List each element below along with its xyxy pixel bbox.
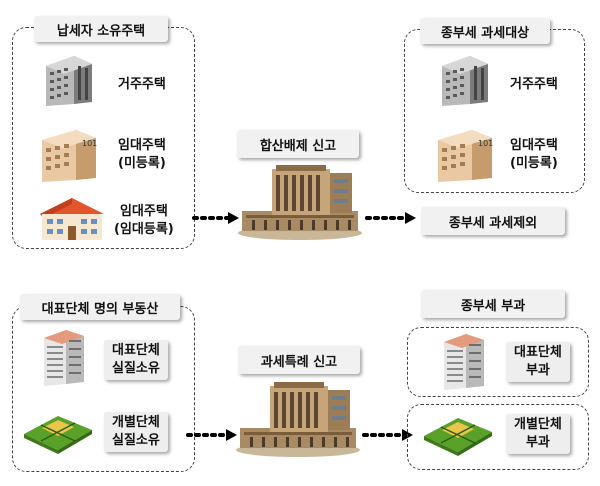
- tax-excluded-label: 종부세 과세제외: [421, 207, 565, 235]
- group-item-1-line1: 대표단체: [112, 343, 160, 358]
- gray-apartment-icon-target: [436, 52, 496, 108]
- owner-item-2-line1: 임대주택: [118, 138, 166, 153]
- high-rise-apartment-icon: [36, 326, 92, 388]
- levy-item-2-label: 개별단체 부과: [506, 414, 570, 454]
- government-building-icon-bottom: [234, 380, 362, 458]
- levy-item-1-line1: 대표단체: [514, 345, 562, 360]
- dotted-arrow-to-exclusion-report: [192, 211, 240, 225]
- special-taxation-report-label: 과세특례 신고: [238, 346, 360, 374]
- green-land-plot-icon-levy: [420, 410, 496, 456]
- group-item-1-pill: 대표단체 실질소유: [104, 340, 168, 380]
- levy-item-1-pill: 대표단체 부과: [506, 342, 570, 382]
- levy-item-2-line1: 개별단체: [514, 417, 562, 432]
- owner-item-1-label: 거주주택: [118, 76, 166, 94]
- group-item-2-line1: 개별단체: [112, 415, 160, 430]
- group-item-1-label: 대표단체 실질소유: [104, 340, 168, 380]
- target-item-2-line1: 임대주택: [510, 138, 558, 153]
- group-owned-property-title: 대표단체 명의 부동산: [20, 294, 180, 320]
- owner-item-1-line1: 거주주택: [118, 77, 166, 92]
- beige-apartment-101-icon: 101: [36, 122, 104, 184]
- tax-levy-group-individual: [407, 404, 589, 470]
- beige-apartment-101-icon-target: 101: [432, 122, 500, 184]
- group-item-2-label: 개별단체 실질소유: [104, 412, 168, 452]
- unit-number-text-target: 101: [478, 139, 493, 148]
- levy-item-1-label: 대표단체 부과: [506, 342, 570, 382]
- unit-number-text: 101: [82, 139, 97, 148]
- owner-item-2-line2: (미등록): [118, 156, 166, 171]
- group-item-1-line2: 실질소유: [112, 361, 160, 376]
- levy-item-2-line2: 부과: [525, 435, 550, 450]
- taxpayer-owned-housing-title: 납세자 소유주택: [34, 16, 168, 42]
- target-item-1-line1: 거주주택: [510, 77, 558, 92]
- owner-item-3-line2: (임대등록): [114, 222, 174, 237]
- target-item-1-label: 거주주택: [510, 76, 558, 94]
- high-rise-apartment-icon-levy: [436, 330, 492, 392]
- owner-item-3-label: 임대주택 (임대등록): [114, 203, 174, 239]
- owner-item-2-label: 임대주택 (미등록): [118, 137, 166, 173]
- levy-item-2-pill: 개별단체 부과: [506, 414, 570, 454]
- tax-levy-title: 종부세 부과: [421, 290, 565, 318]
- dotted-arrow-to-excluded: [365, 211, 417, 225]
- levy-item-1-line2: 부과: [525, 363, 550, 378]
- gray-apartment-icon: [40, 52, 100, 108]
- target-item-2-label: 임대주택 (미등록): [510, 137, 558, 173]
- government-building-icon: [236, 163, 364, 241]
- target-item-2-line2: (미등록): [510, 156, 558, 171]
- dotted-arrow-to-special-report: [186, 428, 238, 442]
- group-item-2-pill: 개별단체 실질소유: [104, 412, 168, 452]
- green-land-plot-icon: [20, 408, 96, 454]
- aggregation-exclusion-report-label: 합산배제 신고: [237, 130, 359, 158]
- owner-item-3-line1: 임대주택: [119, 204, 168, 219]
- tax-levy-group-representative: [407, 327, 589, 397]
- rental-house-icon: [36, 194, 108, 242]
- group-item-2-line2: 실질소유: [112, 433, 160, 448]
- tax-target-title: 종부세 과세대상: [420, 18, 550, 44]
